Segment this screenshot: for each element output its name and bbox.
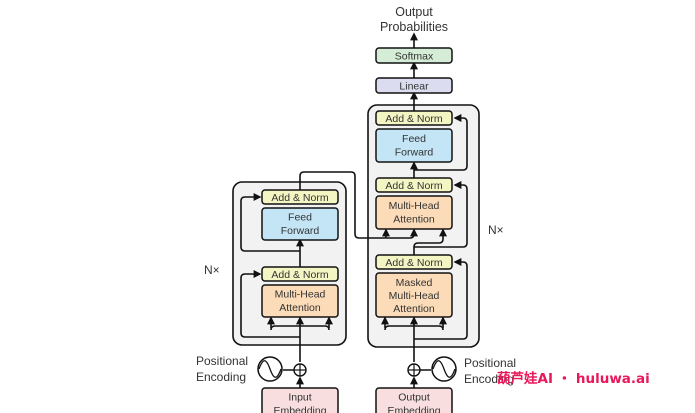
encoder-add-norm-bottom xyxy=(261,266,339,282)
encoder-repeat-label: N× xyxy=(204,263,220,277)
encoder-pe-label-2: Encoding xyxy=(196,370,246,384)
decoder-sine-wave-path xyxy=(432,360,456,378)
encoder-self-attention-label-2: Attention xyxy=(279,302,321,314)
encoder-sine-wave-path xyxy=(258,360,282,378)
encoder-add-norm-bottom-label: Add & Norm xyxy=(271,269,328,281)
decoder-add-norm-mid-label: Add & Norm xyxy=(385,180,442,192)
decoder-masked-attention-label-3: Attention xyxy=(393,303,435,315)
linear-box xyxy=(375,77,453,94)
decoder-residual-3 xyxy=(414,114,468,171)
decoder-add-norm-bottom-label: Add & Norm xyxy=(385,257,442,269)
decoder-add-norm-top-label: Add & Norm xyxy=(385,113,442,125)
watermark: 葫芦娃AI ・ huluwa.ai xyxy=(497,370,650,387)
decoder-cross-attention-box xyxy=(375,195,453,230)
encoder-add-norm-top xyxy=(261,189,339,205)
decoder-masked-attention-box xyxy=(375,272,453,318)
encoder-pe-label-1: Positional xyxy=(196,354,248,368)
encoder-self-attention-box xyxy=(261,284,339,318)
output-embedding-label-2: Embedding xyxy=(387,405,440,413)
encoder-feed-forward-label-1: Feed xyxy=(288,212,312,224)
encoder-self-attention-label-1: Multi-Head xyxy=(275,289,326,301)
decoder-repeat-label: N× xyxy=(488,223,504,237)
input-embedding-label-1: Input xyxy=(288,392,311,404)
input-embedding-box xyxy=(261,387,339,413)
decoder-residual-1 xyxy=(414,258,468,340)
input-embedding-label-2: Embedding xyxy=(273,405,326,413)
encoder-residual-1 xyxy=(240,270,300,338)
decoder-cross-attention-label-2: Attention xyxy=(393,214,435,226)
decoder-masked-attention-label-2: Multi-Head xyxy=(389,290,440,302)
output-embedding-label-1: Output xyxy=(398,392,430,404)
output-probabilities-label-line1: Output xyxy=(395,5,433,19)
decoder-add-norm-bottom xyxy=(375,254,453,270)
softmax-box xyxy=(375,47,453,64)
decoder-cross-attention-label-1: Multi-Head xyxy=(389,200,440,212)
decoder-pe-label-1: Positional xyxy=(464,356,516,370)
decoder-masked-attention-label-1: Masked xyxy=(396,277,433,289)
decoder-add-norm-mid xyxy=(375,177,453,193)
encoder-output-to-decoder xyxy=(299,171,390,239)
output-probabilities-label-line2: Probabilities xyxy=(380,20,448,34)
decoder-query-arrow xyxy=(413,228,447,255)
decoder-feed-forward-label-1: Feed xyxy=(402,133,426,145)
decoder-pe-label-2: Encoding xyxy=(464,372,514,386)
encoder-feed-forward-box xyxy=(261,207,339,241)
decoder-add-norm-top xyxy=(375,110,453,126)
encoder-output-to-decoder-k xyxy=(386,228,418,239)
linear-label: Linear xyxy=(399,81,429,93)
decoder-residual-2 xyxy=(414,181,468,248)
softmax-label: Softmax xyxy=(395,51,434,63)
encoder-feed-forward-label-2: Forward xyxy=(281,225,320,237)
output-embedding-box xyxy=(375,387,453,413)
encoder-residual-2 xyxy=(240,193,300,252)
decoder-feed-forward-box xyxy=(375,128,453,163)
encoder-add-norm-top-label: Add & Norm xyxy=(271,192,328,204)
decoder-feed-forward-label-2: Forward xyxy=(395,147,434,159)
